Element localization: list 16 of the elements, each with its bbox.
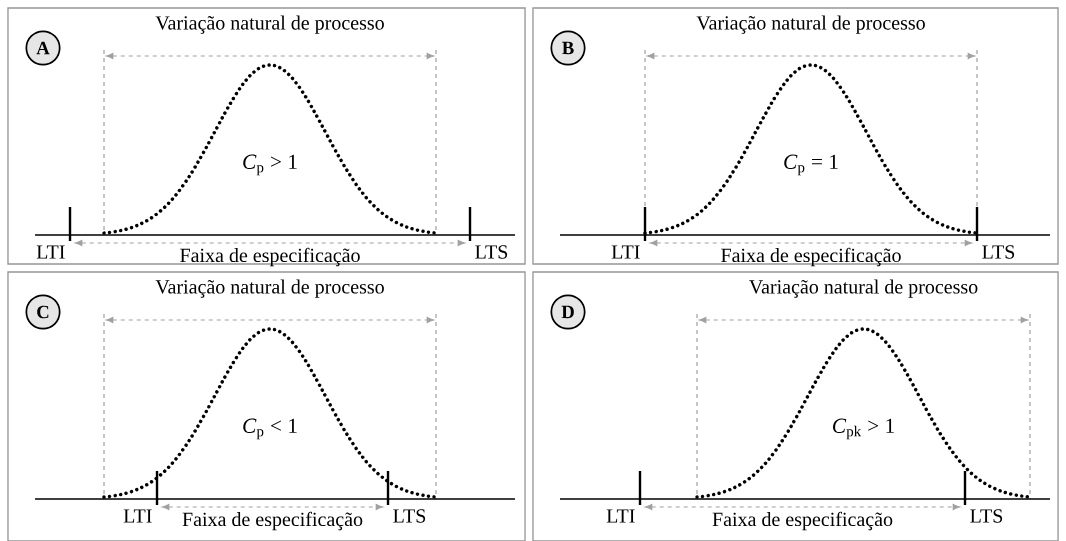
limit-label: LTI — [123, 509, 152, 523]
range-label: Faixa de especificação — [712, 511, 893, 531]
range-label: Faixa de especificação — [721, 247, 901, 267]
limit-label: LTS — [475, 245, 508, 259]
limit-label: LTS — [982, 245, 1015, 259]
range-label: Faixa de especificação — [180, 247, 360, 267]
formula: C$_{p}$ < 1 — [243, 418, 297, 440]
limit-label: LTI — [36, 245, 65, 259]
formula: C$_{p}$ > 1 — [243, 154, 297, 176]
range-label: Faixa de especificação — [182, 511, 363, 531]
limit-label: LTI — [606, 509, 635, 523]
limit-label: LTI — [611, 245, 640, 259]
limit-label: LTS — [393, 509, 426, 523]
formula: C$_{p}$ = 1 — [784, 154, 838, 176]
formula: C$_{pk}$ > 1 — [833, 418, 894, 440]
limit-label: LTS — [970, 509, 1003, 523]
